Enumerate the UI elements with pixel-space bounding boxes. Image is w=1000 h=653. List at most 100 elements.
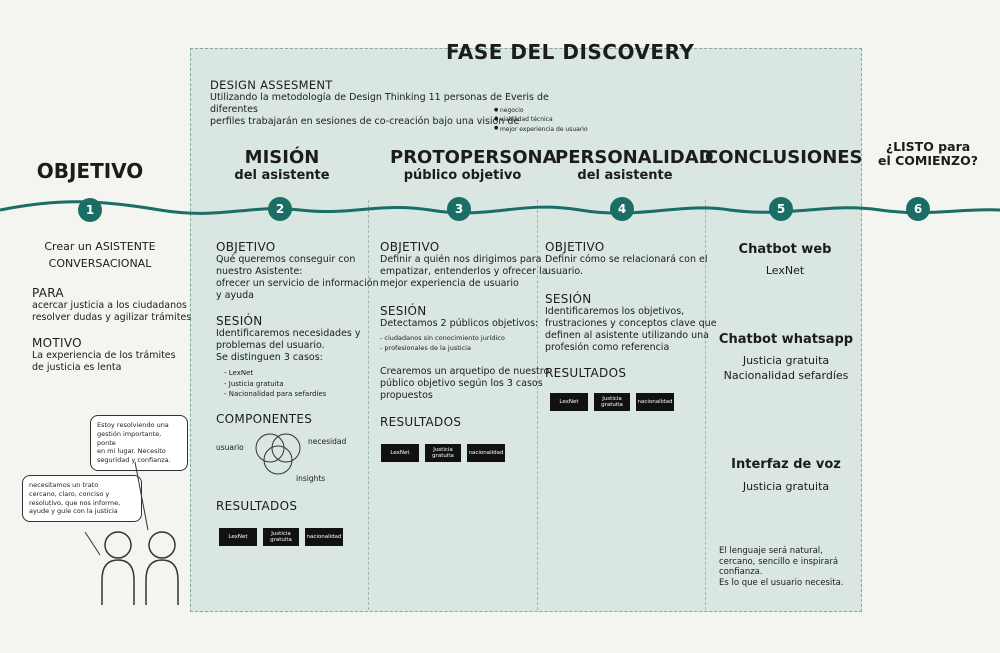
venn-diagram <box>255 433 301 475</box>
motivo-text: La experiencia de los trámites de justic… <box>32 350 176 374</box>
text-line: confianza. <box>719 567 763 578</box>
proto-publicos: - ciudadanos sin conocimiento jurídico -… <box>380 334 505 354</box>
header-personalidad: PERSONALIDAD del asistente <box>555 147 714 184</box>
text-line: definen al asistente utilizando una <box>545 329 710 341</box>
componentes-title: COMPONENTES <box>216 412 313 426</box>
para-title: PARA <box>32 286 64 300</box>
text-line: empatizar, entenderlos y ofrecer la <box>380 265 548 277</box>
text-line: problemas del usuario. <box>216 339 325 351</box>
text-line: Es lo que el usuario necesita. <box>719 577 844 588</box>
result-chip: Justicia gratuita <box>594 393 630 411</box>
text-line: Definir a quién nos dirigimos para <box>380 254 542 265</box>
assessment-text: Utilizando la metodología de Design Thin… <box>210 92 570 128</box>
text-line: cercano, sencillo e inspirará <box>719 556 839 567</box>
motivo-line: La experiencia de los trámites <box>32 350 176 361</box>
header-sublabel: público objetivo <box>403 167 522 183</box>
statement-line: Crear un ASISTENTE <box>44 240 156 253</box>
header-mision: MISIÓN del asistente <box>222 147 342 184</box>
text-line: usuario. <box>545 265 584 277</box>
motivo-line: de justicia es lenta <box>32 361 122 373</box>
text-line: Definir cómo se relacionará con el <box>545 254 708 265</box>
header-label: CONCLUSIONES <box>705 147 863 168</box>
para-line: acercar justicia a los ciudadanos <box>32 300 187 311</box>
chatbot-item: Justicia gratuita <box>742 354 830 367</box>
phase-title: FASE DEL DISCOVERY <box>446 40 695 64</box>
header-label: MISIÓN <box>244 147 320 168</box>
speech-bubble-left: necesitamos un trato cercano, claro, con… <box>22 475 142 523</box>
proto-sesion-title: SESIÓN <box>380 304 427 318</box>
result-chip: LexNet <box>550 393 588 411</box>
bubble-line: en mi lugar. Necesito <box>97 447 166 456</box>
text-line: público objetivo según los 3 casos <box>380 377 543 389</box>
bullet-item: negocio <box>494 106 588 115</box>
text-line: Crearemos un arquetipo de nuestro <box>380 366 550 377</box>
bullet-item: mejor experiencia de usuario <box>494 125 588 134</box>
interfaz-voz-title: Interfaz de voz <box>731 457 841 472</box>
para-text: acercar justicia a los ciudadanos resolv… <box>32 300 191 324</box>
pers-resultados-title: RESULTADOS <box>545 366 627 380</box>
proto-resultados-title: RESULTADOS <box>380 415 462 429</box>
case-item: - Justicia gratuita <box>224 379 284 388</box>
objetivo-statement: Crear un ASISTENTE CONVERSACIONAL <box>20 238 180 272</box>
interfaz-voz-item: Justicia gratuita <box>742 480 830 493</box>
venn-label-insights: insights <box>296 474 326 483</box>
step-node-2: 2 <box>268 197 292 221</box>
step-node-1: 1 <box>78 198 102 222</box>
mision-objetivo-title: OBJETIVO <box>216 240 276 254</box>
text-line: propuestos <box>380 389 433 401</box>
text-line: Se distinguen 3 casos: <box>216 351 323 363</box>
header-conclusiones: CONCLUSIONES <box>705 147 863 169</box>
header-sublabel: del asistente <box>234 167 330 183</box>
step-node-6: 6 <box>906 197 930 221</box>
venn-label-necesidad: necesidad <box>308 437 347 446</box>
text-line: Qué queremos conseguir con <box>216 254 356 265</box>
header-objetivo: OBJETIVO <box>30 160 150 183</box>
column-divider <box>705 200 706 610</box>
header-sublabel: del asistente <box>577 167 673 183</box>
proto-sesion-text: Detectamos 2 públicos objetivos: <box>380 318 539 329</box>
result-chip: nacionalidad <box>467 444 505 462</box>
result-chip: Justicia gratuita <box>263 528 299 546</box>
result-chip: LexNet <box>219 528 257 546</box>
publico-item: - ciudadanos sin conocimiento jurídico <box>380 334 505 342</box>
persons-illustration <box>84 461 179 605</box>
chatbot-web-item: LexNet <box>765 264 805 277</box>
speech-bubble-right: Estoy resolviendo una gestión importante… <box>90 415 188 471</box>
para-line: resolver dudas y agilizar trámites <box>32 311 192 323</box>
bubble-line: Estoy resolviendo una <box>97 421 169 429</box>
mision-resultados-title: RESULTADOS <box>216 499 298 513</box>
result-chip: nacionalidad <box>305 528 343 546</box>
chatbot-item: Nacionalidad sefardíes <box>723 368 849 382</box>
motivo-title: MOTIVO <box>32 336 82 350</box>
assessment-title: DESIGN ASSESMENT <box>210 78 333 92</box>
step-node-5: 5 <box>769 197 793 221</box>
text-line: El lenguaje será natural, <box>719 546 823 556</box>
pers-sesion-text: Identificaremos los objetivos, frustraci… <box>545 306 717 354</box>
column-divider <box>368 200 369 610</box>
venn-label-usuario: usuario <box>216 443 244 452</box>
result-chip: nacionalidad <box>636 393 674 411</box>
mision-cases: - LexNet - Justicia gratuita - Nacionali… <box>224 368 326 400</box>
text-line: Identificaremos los objetivos, <box>545 306 685 317</box>
header-label: ¿LISTO para <box>885 139 971 154</box>
assessment-bullets: negocio viabilidad técnica mejor experie… <box>494 106 588 134</box>
text-line: frustraciones y conceptos clave que <box>545 317 717 329</box>
assessment-line: Utilizando la metodología de Design Thin… <box>210 92 549 115</box>
bubble-line: seguridad y confianza. <box>97 456 171 465</box>
pers-sesion-title: SESIÓN <box>545 292 592 306</box>
bullet-item: viabilidad técnica <box>494 115 588 124</box>
header-protopersona: PROTOPERSONA público objetivo <box>390 147 557 184</box>
pers-objetivo-title: OBJETIVO <box>545 240 605 254</box>
statement-line: CONVERSACIONAL <box>48 257 152 271</box>
case-item: - Nacionalidad para sefardíes <box>224 390 327 398</box>
text-line: profesión como referencia <box>545 341 670 353</box>
header-label: PERSONALIDAD <box>555 147 714 168</box>
conclusion-final-text: El lenguaje será natural, cercano, senci… <box>719 546 859 589</box>
assessment-line: perfiles trabajarán en sesiones de co-cr… <box>210 115 520 127</box>
text-line: ofrecer un servicio de información <box>216 277 379 289</box>
bubble-line: ayude y guíe con la justicia <box>29 507 118 516</box>
column-divider <box>537 200 538 610</box>
header-label: el COMIENZO? <box>878 153 978 169</box>
text-line: y ayuda <box>216 289 254 301</box>
mision-sesion-title: SESIÓN <box>216 314 263 328</box>
